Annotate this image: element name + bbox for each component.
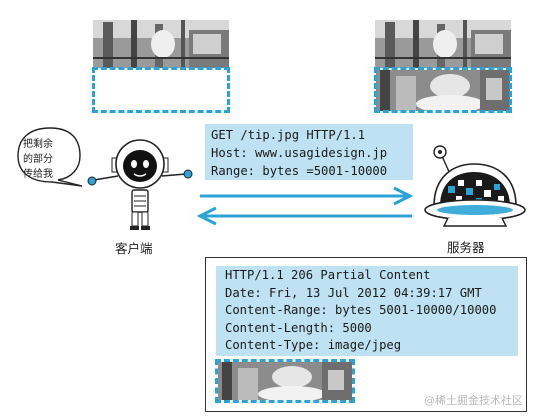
speech-line-3: 传给我: [23, 169, 53, 180]
response-line-5: Content-Type: image/jpeg: [225, 338, 402, 352]
request-arrow-icon: [200, 186, 414, 206]
speech-bubble-text: 把剩余 的部分 传给我: [16, 137, 60, 182]
server-range-box: [374, 67, 512, 113]
response-headers: HTTP/1.1 206 Partial Content Date: Fri, …: [216, 266, 518, 356]
speech-line-2: 的部分: [23, 154, 53, 165]
response-message: HTTP/1.1 206 Partial Content Date: Fri, …: [205, 257, 527, 412]
response-body-range-box: [215, 359, 355, 403]
request-line-3: Range: bytes =5001-10000: [211, 164, 388, 178]
client-robot-icon: [84, 134, 196, 234]
response-line-3: Content-Range: bytes 5001-10000/10000: [225, 303, 497, 317]
request-line-2: Host: www.usagidesign.jp: [211, 146, 388, 160]
speech-line-1: 把剩余: [23, 139, 53, 150]
response-line-4: Content-Length: 5000: [225, 320, 372, 335]
arrows: [196, 186, 416, 226]
server-robot-icon: [418, 136, 530, 230]
server-image-bottom: [376, 70, 510, 111]
client-missing-range-box: [92, 67, 230, 113]
response-arrow-icon: [196, 206, 412, 226]
response-line-2: Date: Fri, 13 Jul 2012 04:39:17 GMT: [225, 285, 482, 300]
request-line-1: GET /tip.jpg HTTP/1.1: [211, 128, 366, 142]
request-message: GET /tip.jpg HTTP/1.1 Host: www.usagides…: [205, 124, 413, 180]
speech-bubble: [12, 124, 92, 194]
response-body-image: [218, 362, 352, 400]
server-label: 服务器: [447, 240, 485, 255]
client-label: 客户端: [115, 241, 153, 256]
watermark: @稀土掘金技术社区: [424, 394, 523, 407]
client-image-received-part: [93, 20, 229, 68]
server-image-top: [375, 20, 511, 68]
response-line-1: HTTP/1.1 206 Partial Content: [225, 268, 431, 282]
